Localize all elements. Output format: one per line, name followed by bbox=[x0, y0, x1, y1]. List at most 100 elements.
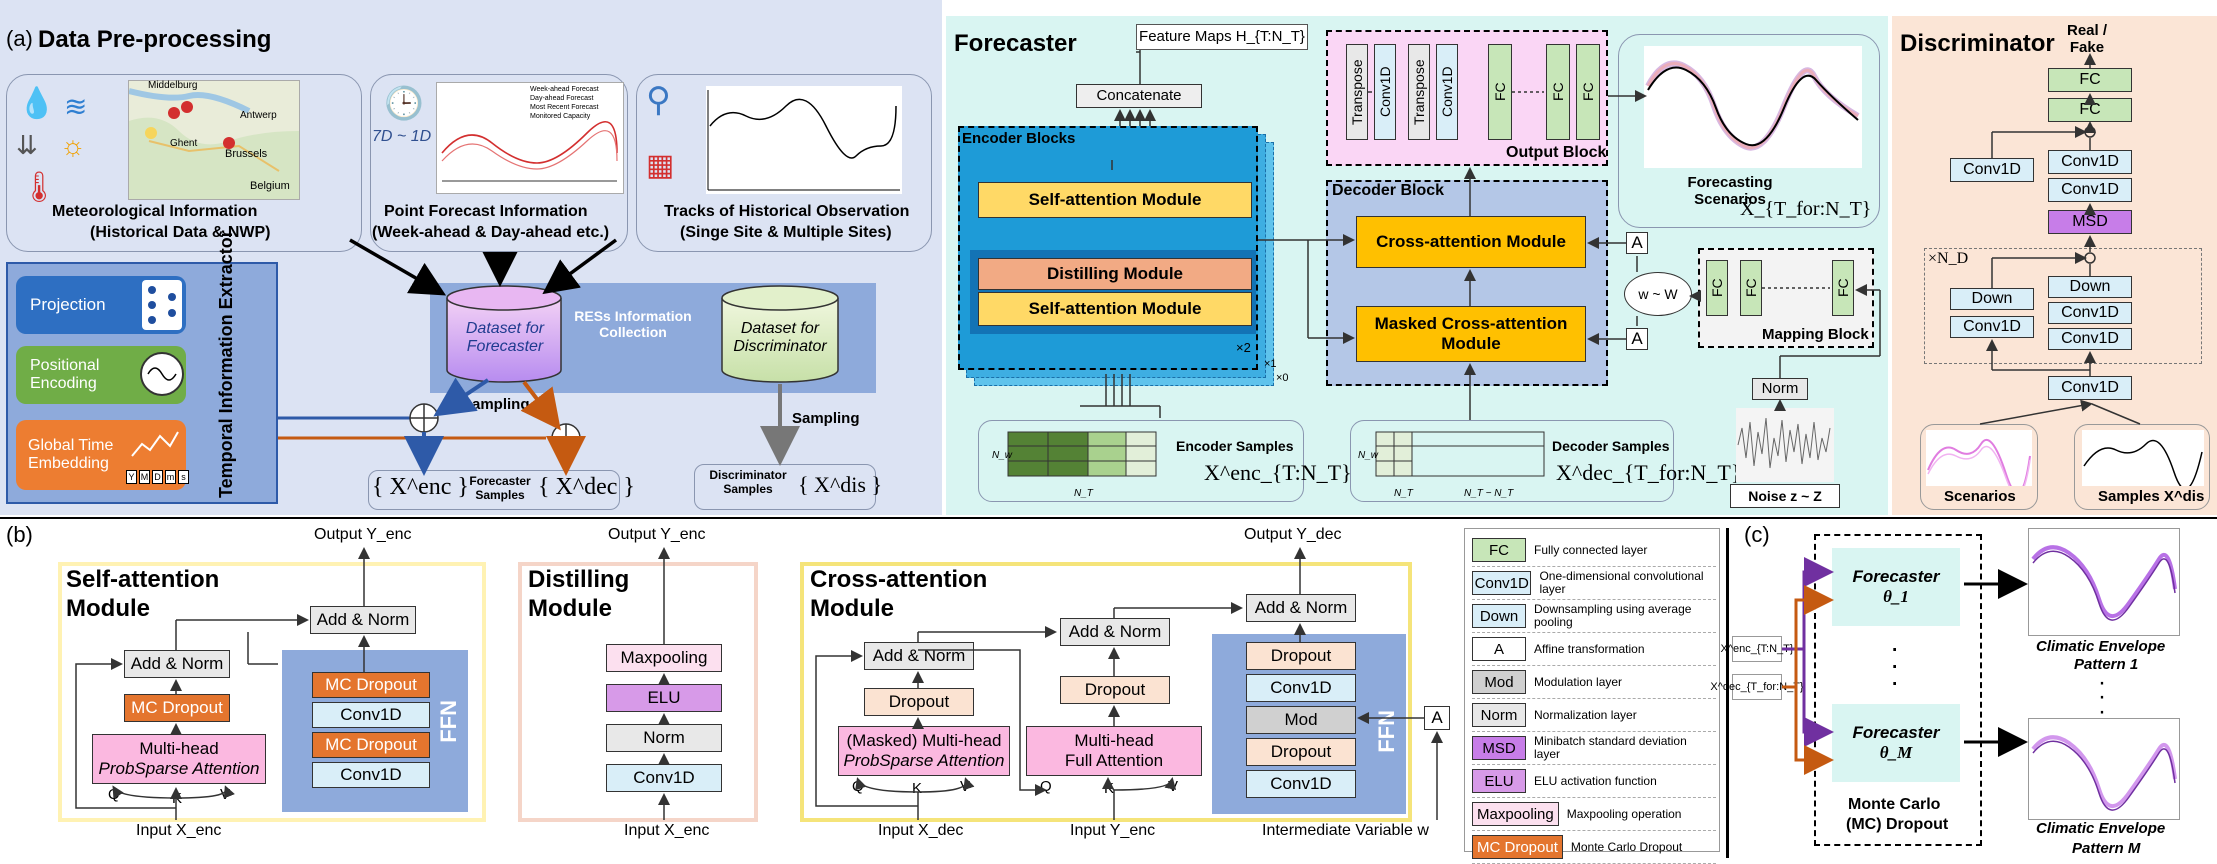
disc-conv-b-label: Conv1D bbox=[2061, 180, 2119, 198]
a-box-1-label: A bbox=[1631, 233, 1643, 253]
disc-conv-r2: Conv1D bbox=[2048, 328, 2132, 350]
feature-maps-label: Feature Maps H_{T:N_T} bbox=[1139, 28, 1305, 46]
decoder-ntm-tick: N_T − N_T bbox=[1464, 488, 1514, 499]
discriminator-samples-label: Discriminator Samples bbox=[709, 468, 787, 496]
map-label-middelburg: Middelburg bbox=[148, 80, 198, 91]
ymdms-min: m bbox=[165, 470, 176, 484]
ca-masked-line2: ProbSparse Attention bbox=[843, 751, 1005, 770]
sa-add-norm-top: Add & Norm bbox=[310, 606, 416, 634]
extractor-title: Temporal Information Extractor bbox=[216, 230, 236, 498]
map-graphic bbox=[129, 88, 299, 199]
sa-mc-dropout: MC Dropout bbox=[124, 694, 230, 722]
forecaster-1-label: Forecaster bbox=[1852, 567, 1940, 587]
ca-ffn-mod-label: Mod bbox=[1284, 710, 1318, 730]
global-time-label: Global Time Embedding bbox=[28, 436, 114, 472]
pattern-1-line1: Climatic Envelope bbox=[2036, 638, 2166, 655]
ca-masked-line1: (Masked) Multi-head bbox=[846, 731, 1002, 751]
trend-icon bbox=[130, 426, 180, 464]
sa-title: Self-attention Module bbox=[66, 566, 220, 622]
ca-add-norm-left: Add & Norm bbox=[864, 642, 974, 670]
ymdms-m: M bbox=[139, 470, 150, 484]
output-transpose-2: Transpose bbox=[1408, 44, 1430, 140]
sa-mc-dropout-label: MC Dropout bbox=[131, 698, 223, 718]
sa-ffn-conv-2-label: Conv1D bbox=[340, 765, 402, 785]
ca-full-line1: Multi-head bbox=[1074, 731, 1154, 751]
dist-title: Distilling Module bbox=[528, 566, 630, 622]
ca-add-norm-top-label: Add & Norm bbox=[1254, 598, 1348, 618]
mapping-fc-3-label: FC bbox=[1834, 278, 1851, 298]
x-enc-T-label: X^enc_{T:N_T} bbox=[1204, 460, 1352, 485]
dist-conv: Conv1D bbox=[606, 764, 722, 792]
times-nd: ×N_D bbox=[1928, 250, 1969, 267]
disc-samples-chart bbox=[2082, 430, 2204, 486]
point-forecast-box bbox=[370, 74, 628, 252]
disc-fc-1: FC bbox=[2048, 68, 2132, 92]
disc-fc-2-label: FC bbox=[2079, 100, 2101, 118]
ca-add-norm-top: Add & Norm bbox=[1246, 594, 1356, 622]
forecaster-samples-box bbox=[368, 470, 620, 510]
x-scen-label: X̂_{T_for:N_T} bbox=[1740, 198, 1872, 220]
dataset-discriminator-label: Dataset for Discriminator bbox=[733, 320, 827, 355]
sa-k: K bbox=[172, 790, 183, 807]
w-cloud-label: w ~ W bbox=[1638, 285, 1678, 302]
output-fc-2-label: FC bbox=[1549, 82, 1566, 102]
point-legend-1: Day-ahead Forecast bbox=[530, 95, 594, 102]
tracks-chart bbox=[706, 86, 902, 194]
legend-key: Maxpooling bbox=[1472, 802, 1559, 826]
ca-ffn-label: FFN bbox=[1374, 710, 1399, 753]
disc-conv-r1-label: Conv1D bbox=[2061, 303, 2119, 321]
forecaster-m-label: Forecaster bbox=[1852, 723, 1940, 743]
distilling-module: Distilling Module bbox=[978, 258, 1252, 290]
map-label-ghent: Ghent bbox=[170, 138, 198, 149]
sun-icon: ☼ bbox=[60, 130, 86, 161]
cross-attention-module: Cross-attention Module bbox=[1356, 216, 1586, 268]
a-box-1: A bbox=[1626, 232, 1648, 254]
panel-c-tag: (c) bbox=[1744, 522, 1770, 547]
encoder-n-tick: N_w bbox=[992, 450, 1013, 461]
w-cloud: w ~ W bbox=[1624, 272, 1692, 316]
noise-label-box: Noise z ~ Z bbox=[1730, 484, 1840, 508]
legend-desc: One-dimensional convolutional layer bbox=[1539, 569, 1704, 596]
preproc-title: Data Pre-processing bbox=[38, 26, 272, 53]
ca-a-box: A bbox=[1424, 706, 1450, 730]
disc-conv-a: Conv1D bbox=[2048, 150, 2132, 174]
mapping-fc-2: FC bbox=[1740, 260, 1762, 316]
output-transpose-2-label: Transpose bbox=[1410, 59, 1427, 125]
disc-conv-left-label: Conv1D bbox=[1963, 160, 2021, 178]
legend-key: MC Dropout bbox=[1472, 835, 1563, 859]
wind-icon: ≋ bbox=[64, 91, 88, 122]
sa-multihead-line2: ProbSparse Attention bbox=[98, 759, 260, 778]
pattern-m-line1: Climatic Envelope bbox=[2036, 820, 2166, 837]
ymdms-d: D bbox=[152, 470, 163, 484]
dist-maxpooling: Maxpooling bbox=[606, 644, 722, 672]
x-dis-set: { X^dis } bbox=[798, 472, 883, 497]
output-block-label: Output Block bbox=[1506, 144, 1607, 161]
mapping-fc-1-label: FC bbox=[1708, 278, 1725, 298]
point-subtitle: (Week-ahead & Day-ahead etc.) bbox=[372, 224, 610, 241]
pattern-m-chart bbox=[2028, 718, 2180, 820]
meteo-title: Meteorological Information bbox=[52, 203, 258, 220]
times-0: ×0 bbox=[1276, 372, 1289, 384]
dist-norm: Norm bbox=[606, 724, 722, 752]
disc-fc-2: FC bbox=[2048, 98, 2132, 122]
projection-label: Projection bbox=[30, 295, 106, 315]
disc-scenarios-label: Scenarios bbox=[1944, 488, 2016, 505]
map-label-brussels: Brussels bbox=[225, 148, 268, 160]
disc-conv-left2: Conv1D bbox=[1950, 316, 2034, 338]
encoder-self-attention-label: Self-attention Module bbox=[1028, 190, 1202, 210]
ca-ffn-dropout-2: Dropout bbox=[1246, 738, 1356, 766]
disc-conv-left2-label: Conv1D bbox=[1963, 317, 2021, 335]
ca-intermediate: Intermediate Variable w bbox=[1262, 822, 1429, 839]
disc-conv-r2-label: Conv1D bbox=[2061, 329, 2119, 347]
ca-add-norm-left-label: Add & Norm bbox=[872, 646, 966, 666]
ca-dropout-mid-label: Dropout bbox=[1084, 680, 1146, 700]
norm-box: Norm bbox=[1752, 378, 1808, 400]
masked-cross-attention-module: Masked Cross-attention Module bbox=[1356, 306, 1586, 362]
disc-conv-bottom: Conv1D bbox=[2048, 376, 2132, 400]
